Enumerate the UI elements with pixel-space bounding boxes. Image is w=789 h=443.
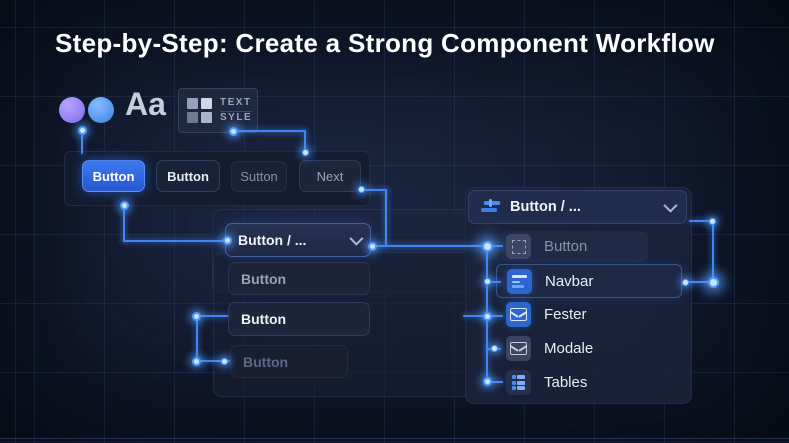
chevron-down-icon [663, 198, 678, 213]
right-panel-item-fester[interactable]: Fester [502, 299, 672, 330]
typography-sample: Aa [125, 86, 166, 122]
button-variant-outline[interactable]: Button [156, 160, 220, 192]
table-icon [506, 370, 531, 395]
chevron-down-icon [349, 231, 364, 246]
middle-dropdown-label: Button / ... [238, 232, 307, 248]
component-set-icon [481, 198, 501, 215]
button-variant-sutton[interactable]: Sutton [231, 161, 287, 192]
right-panel-label: Button / ... [510, 199, 581, 215]
middle-dropdown-item-3[interactable]: Button [230, 345, 348, 378]
middle-dropdown-item-1[interactable]: Button [228, 262, 370, 295]
middle-dropdown-item-2[interactable]: Button [228, 302, 370, 336]
right-panel-item-tables[interactable]: Tables [502, 367, 672, 398]
button-variant-primary[interactable]: Button [82, 160, 145, 192]
button-variant-next[interactable]: Next [299, 160, 361, 192]
right-panel-item-modale[interactable]: Modale [502, 333, 672, 364]
component-square-icon [506, 234, 531, 259]
navbar-icon [507, 268, 532, 294]
page-title: Step-by-Step: Create a Strong Component … [55, 28, 715, 58]
right-panel-item-navbar[interactable]: Navbar [496, 264, 682, 298]
mail-icon [506, 336, 531, 361]
image-icon [506, 302, 531, 327]
right-panel-item-button[interactable]: Button [502, 231, 648, 262]
grid-icon [187, 97, 213, 124]
text-style-chip[interactable]: TEXT SYLE [178, 88, 258, 133]
middle-dropdown-header[interactable]: Button / ... [225, 223, 371, 257]
right-panel-header[interactable]: Button / ... [468, 190, 687, 224]
text-style-label: TEXT SYLE [220, 97, 253, 123]
color-dot-purple-icon [59, 97, 85, 123]
color-dot-blue-icon [88, 97, 114, 123]
